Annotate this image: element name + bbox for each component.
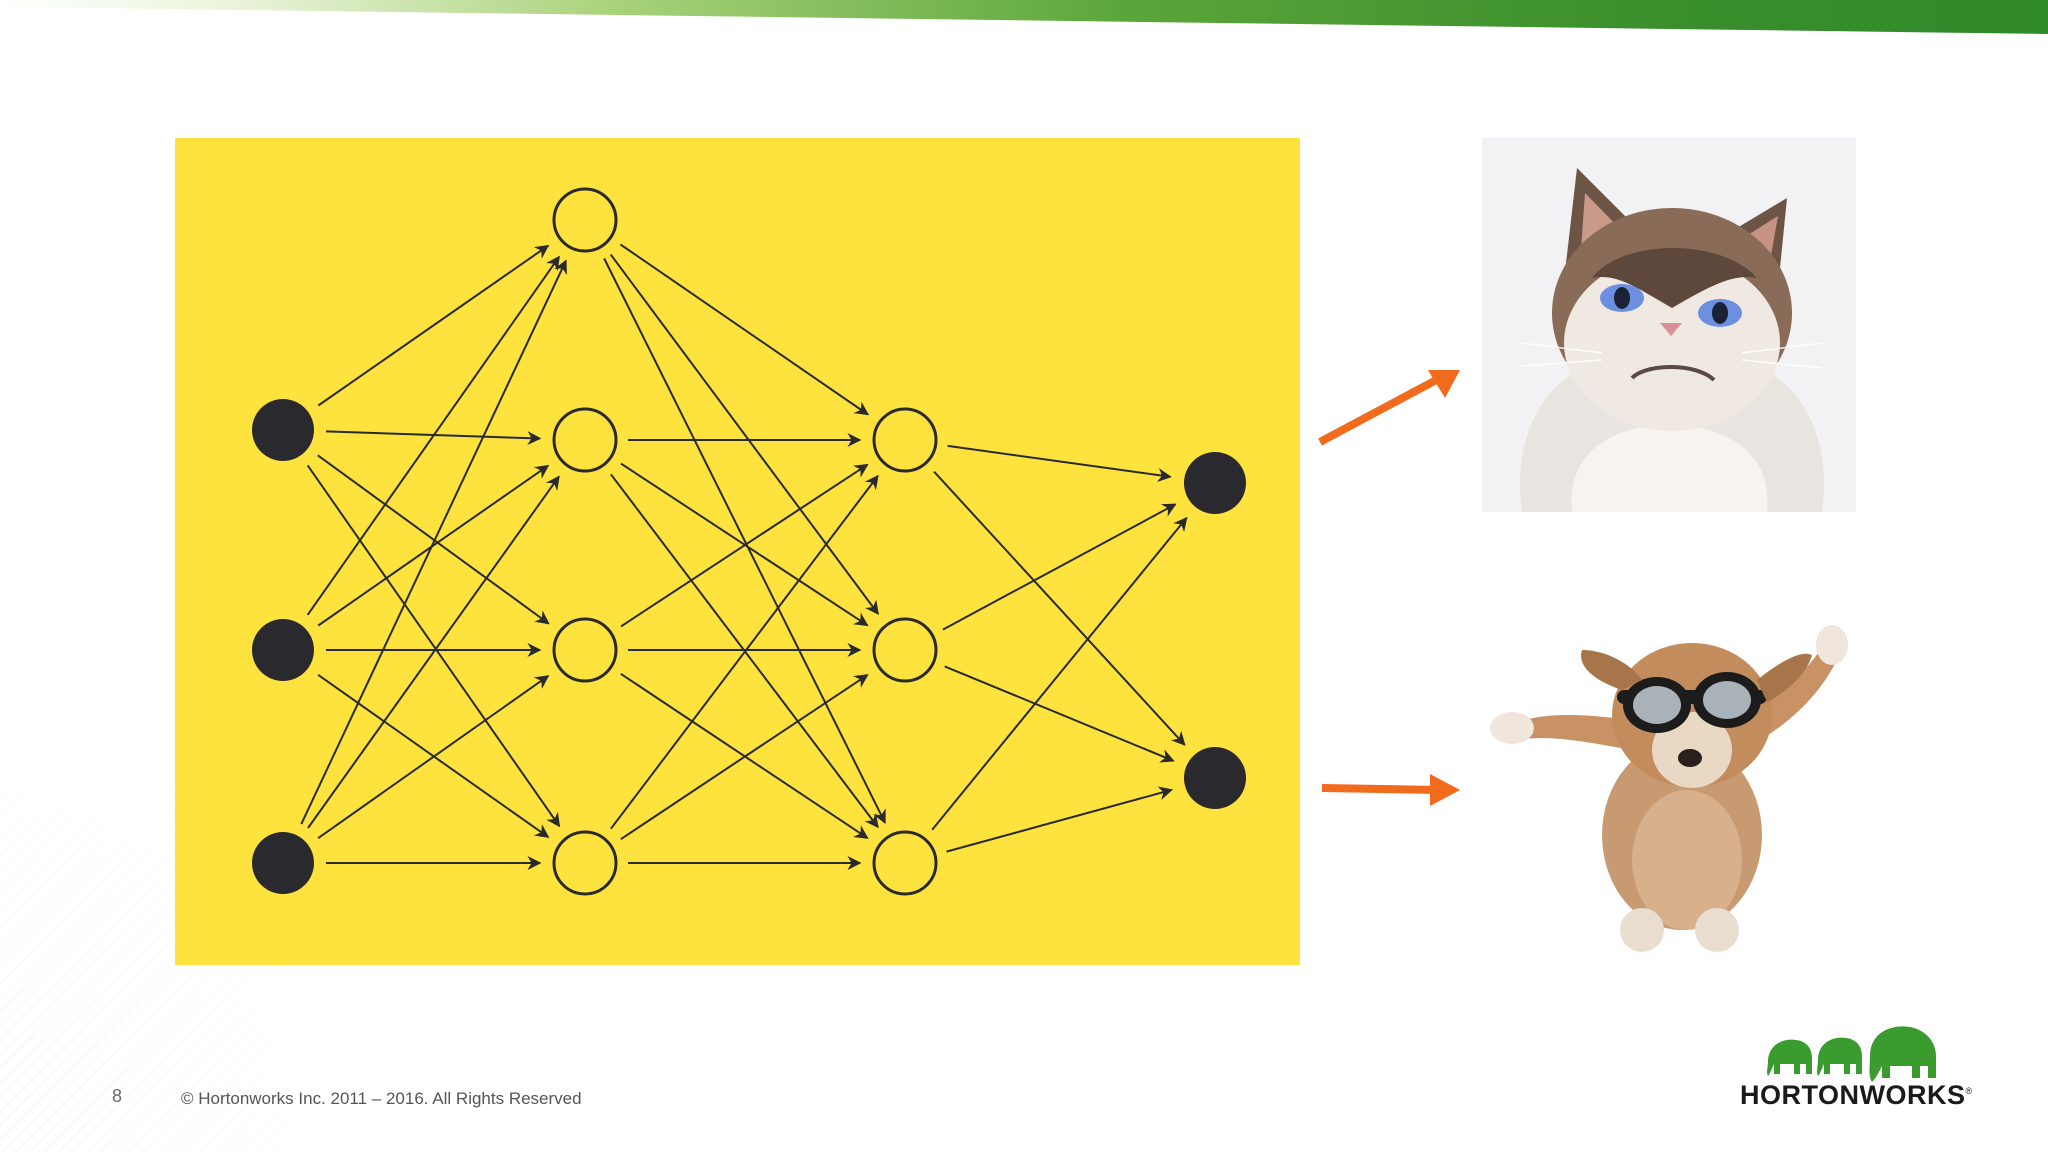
arrow-to-cat-icon <box>1318 370 1460 446</box>
input-node-3 <box>252 832 314 894</box>
connection-hidden-2-1-to-output-1 <box>944 665 1175 763</box>
connection-hidden-1-0-to-hidden-2-2 <box>603 258 886 824</box>
connection-hidden-2-0-to-output-0 <box>947 444 1172 483</box>
connection-hidden-1-0-to-hidden-2-0 <box>619 243 870 416</box>
hidden-2-node-1 <box>872 407 938 473</box>
hortonworks-logo: HORTONWORKS® <box>1740 1020 1973 1110</box>
hortonworks-wordmark: HORTONWORKS® <box>1740 1080 1973 1110</box>
connection-input-1-to-hidden-1-0 <box>306 255 560 616</box>
top-green-bar <box>0 0 2048 34</box>
neural-network-diagram <box>175 138 1300 965</box>
input-node-2 <box>252 619 314 681</box>
connection-input-0-to-hidden-1-0 <box>317 244 550 407</box>
orange-arrows <box>1318 370 1460 806</box>
connection-input-2-to-hidden-1-1 <box>307 475 560 829</box>
copyright-text: © Hortonworks Inc. 2011 – 2016. All Righ… <box>181 1089 582 1108</box>
elephant-herd-logo-icon <box>1767 1026 1936 1082</box>
connection-hidden-2-2-to-output-0 <box>931 516 1188 831</box>
page-number: 8 <box>112 1086 123 1106</box>
arrow-to-dog-icon <box>1321 774 1460 806</box>
connection-hidden-1-0-to-hidden-2-1 <box>609 253 879 616</box>
connection-hidden-1-3-to-hidden-2-1 <box>620 674 869 841</box>
connection-input-0-to-hidden-1-3 <box>306 464 561 828</box>
hidden-1-node-3 <box>552 617 618 683</box>
hidden-1-node-1 <box>552 187 618 253</box>
grumpy-cat-photo <box>1482 138 1856 512</box>
wordmark-text: HORTONWORKS <box>1740 1080 1966 1110</box>
output-node-2 <box>1184 747 1246 809</box>
connection-input-0-to-hidden-1-2 <box>317 454 550 625</box>
connection-hidden-1-2-to-hidden-2-0 <box>620 463 869 628</box>
hidden-1-node-2 <box>552 407 618 473</box>
connection-hidden-1-3-to-hidden-2-0 <box>610 474 879 830</box>
connection-hidden-2-1-to-output-0 <box>942 503 1177 631</box>
hidden-2-node-2 <box>872 617 938 683</box>
hidden-2-node-3 <box>872 830 938 896</box>
connection-hidden-2-2-to-output-1 <box>946 786 1173 853</box>
output-node-1 <box>1184 452 1246 514</box>
connection-hidden-2-0-to-output-1 <box>933 471 1186 746</box>
neural-network-svg <box>252 187 1246 896</box>
connection-input-2-to-hidden-1-2 <box>317 675 550 840</box>
input-node-1 <box>252 399 314 461</box>
puppy-with-goggles-photo <box>1482 620 1862 960</box>
connection-input-2-to-hidden-1-0 <box>300 259 567 825</box>
hidden-1-node-4 <box>552 830 618 896</box>
